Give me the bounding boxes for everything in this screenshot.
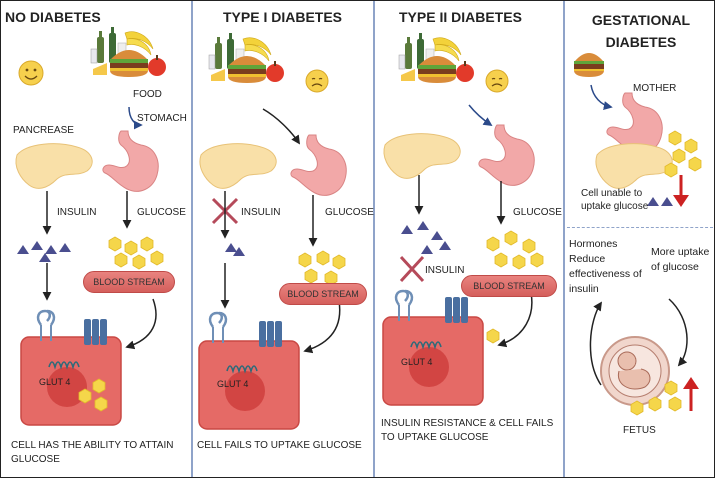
stomach-icon (478, 124, 535, 186)
glut4-label: GLUT 4 (217, 379, 249, 389)
cross-icon (399, 255, 425, 283)
insulin-label: INSULIN (241, 207, 281, 218)
panel-title: TYPE I DIABETES (223, 9, 343, 25)
glucose-label: GLUCOSE (513, 207, 562, 218)
panel-type-1 (198, 32, 347, 430)
insulin-triangles (401, 221, 451, 254)
glucose-hexagons (108, 236, 164, 270)
panel-caption: CELL HAS THE ABILITY TO ATTAIN GLUCOSE (11, 440, 174, 465)
glut4-label: GLUT 4 (39, 377, 71, 387)
fetus-icon (600, 336, 670, 406)
insulin-triangles (225, 243, 245, 256)
hormones-label: Hormones Reduce effectiveness of insulin (569, 238, 642, 295)
insulin-label: INSULIN (57, 207, 97, 218)
pancreas-icon (15, 143, 93, 189)
fetus-label: FETUS (623, 425, 656, 436)
happy-face-icon (18, 60, 44, 86)
food-label: FOOD (133, 89, 162, 100)
column-divider (373, 1, 375, 477)
column-divider (191, 1, 193, 477)
glucose-label: GLUCOSE (325, 207, 374, 218)
insulin-label: INSULIN (425, 265, 465, 276)
blood-stream-bar: BLOOD STREAM (83, 271, 175, 293)
panel-title: GESTATIONAL DIABETES (591, 12, 691, 50)
cell-body (198, 340, 300, 430)
glucose-hexagon (486, 328, 500, 344)
burger-icon (574, 53, 604, 77)
glucose-hexagons (298, 250, 346, 286)
column-divider (563, 1, 565, 477)
glucose-hexagons (664, 130, 702, 178)
glut4-transporter (84, 319, 107, 345)
pancreas-icon (199, 143, 277, 189)
glucose-label: GLUCOSE (137, 207, 186, 218)
food-icon (398, 32, 475, 84)
glucose-hexagons (486, 230, 544, 270)
panel-caption: INSULIN RESISTANCE & CELL FAILS TO UPTAK… (381, 418, 554, 443)
insulin-receptor (208, 311, 228, 345)
pancreas-icon (383, 133, 461, 179)
glut4-transporter (445, 297, 468, 323)
panel-title: NO DIABETES (5, 9, 101, 25)
mother-label: MOTHER (633, 83, 677, 94)
glut4-label: GLUT 4 (401, 357, 433, 367)
stomach-icon (290, 134, 347, 196)
gestational-divider (567, 227, 713, 228)
blood-stream-bar: BLOOD STREAM (279, 283, 367, 305)
stomach-label: STOMACH (137, 113, 187, 124)
pancreas-icon (595, 143, 673, 189)
sad-face-icon (485, 69, 509, 93)
stomach-icon (102, 130, 159, 192)
more-uptake-label: More uptake of glucose (651, 246, 710, 273)
red-down-arrow-icon (673, 175, 689, 207)
glut4-transporter (259, 321, 282, 347)
panel-title: TYPE II DIABETES (399, 9, 522, 25)
insulin-triangles (17, 241, 71, 262)
blood-stream-bar: BLOOD STREAM (461, 275, 557, 297)
panel-gestational (574, 53, 702, 416)
panel-caption: CELL FAILS TO UPTAKE GLUCOSE (197, 440, 362, 451)
food-icon (90, 26, 167, 78)
cell-body (20, 336, 122, 426)
panel-type-2 (382, 32, 544, 406)
panel-no-diabetes (15, 26, 167, 426)
sad-face-icon (305, 69, 329, 93)
red-up-arrow-icon (683, 377, 699, 411)
pancreas-label: PANCREASE (13, 125, 74, 136)
cell-label: Cell unable to uptake glucose (581, 188, 649, 212)
cell-body (382, 316, 484, 406)
food-icon (208, 32, 285, 84)
